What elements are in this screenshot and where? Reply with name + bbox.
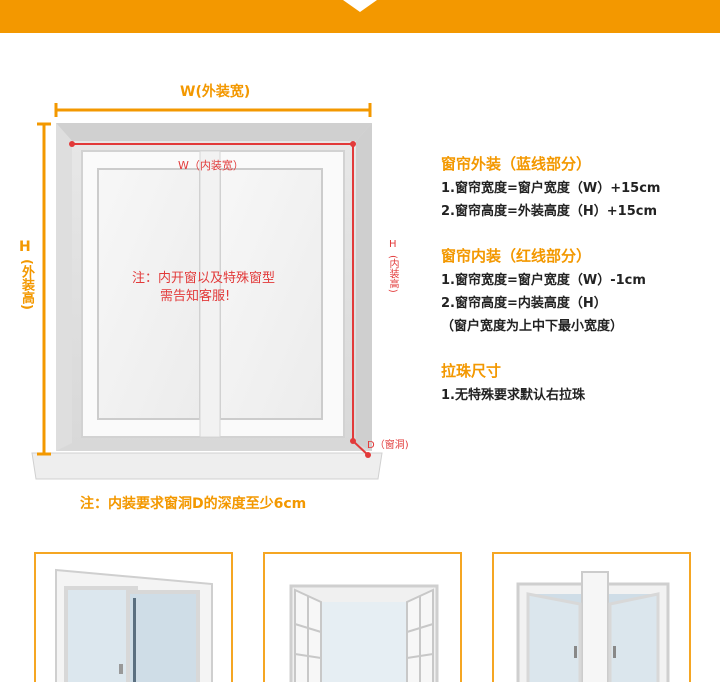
window-sill	[31, 452, 383, 480]
recess-left-bevel	[56, 123, 72, 451]
center-mullion	[199, 150, 221, 438]
banner-notch	[343, 0, 377, 12]
inner-install-width-note: （窗户宽度为上中下最小宽度）	[441, 319, 624, 334]
hole-depth-dot	[365, 452, 371, 458]
hole-depth-line	[352, 440, 369, 456]
recess-right-bevel	[356, 123, 372, 451]
outer-height-label: (外装高)	[19, 259, 34, 310]
outer-install-height-rule: 2.窗帘高度=外装高度（H）+15cm	[441, 204, 657, 219]
left-sash	[97, 168, 201, 420]
outer-install-title: 窗帘外装（蓝线部分）	[441, 155, 592, 173]
recess-top-bevel	[56, 123, 372, 141]
hole-label: D（窗洞)	[367, 440, 409, 451]
inner-width-label: W（内装宽）	[178, 159, 244, 172]
inner-install-title: 窗帘内装（红线部分）	[441, 247, 592, 265]
contact-service-note: 需告知客服!	[160, 289, 231, 304]
special-window-note: 注：内开窗以及特殊窗型	[132, 271, 276, 286]
casement-window-illustration	[289, 584, 439, 682]
casement-window-panel	[263, 552, 462, 682]
outer-height-label-h: H	[19, 239, 31, 255]
window-measurement-diagram: W(外装宽) W（内装宽） H (外装高) H (内装高) D（窗洞) 注：内开…	[0, 33, 720, 553]
inward-opening-window-panel	[492, 552, 691, 682]
bead-default-rule: 1.无特殊要求默认右拉珠	[441, 388, 585, 403]
depth-requirement-note: 注：内装要求窗洞D的深度至少6cm	[80, 496, 307, 512]
sliding-window-illustration	[55, 568, 213, 682]
inner-height-label-h: H	[389, 239, 397, 250]
outer-install-width-rule: 1.窗帘宽度=窗户宽度（W）+15cm	[441, 181, 661, 196]
inward-opening-window-illustration	[516, 571, 670, 682]
top-banner	[0, 0, 720, 33]
window-drawing	[31, 103, 383, 480]
outer-width-label: W(外装宽)	[180, 84, 251, 100]
inner-install-height-rule: 2.窗帘高度=内装高度（H）	[441, 296, 607, 311]
inner-install-width-rule: 1.窗帘宽度=窗户宽度（W）-1cm	[441, 273, 646, 288]
bead-size-title: 拉珠尺寸	[441, 362, 502, 380]
inner-height-label: (内装高)	[387, 255, 398, 293]
right-sash	[219, 168, 323, 420]
inner-width-dot-left	[69, 141, 75, 147]
sliding-window-panel	[34, 552, 233, 682]
